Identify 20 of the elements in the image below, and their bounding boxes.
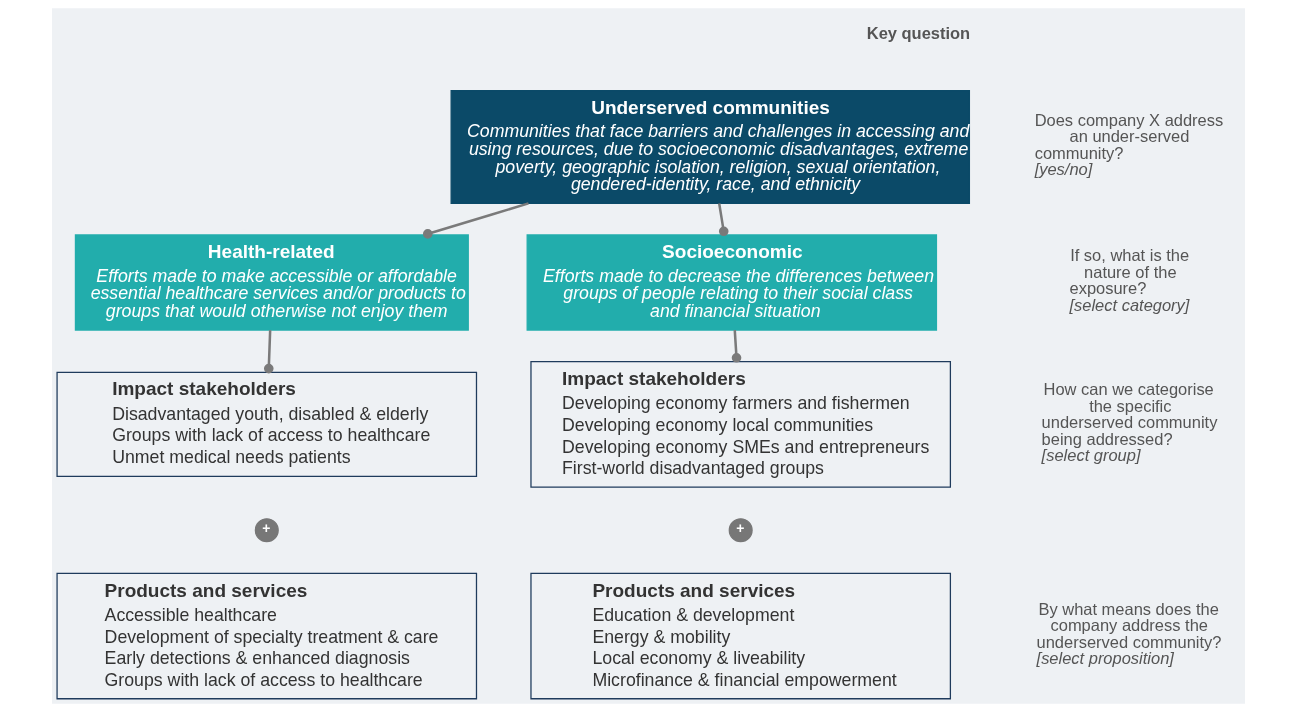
node-box: Underserved communities Communities that face barriers and challenges in accessing and using resources, due to socioeconomic disadvantages, extreme poverty, geographic isolation, religion, sexual orientation, gendered-identity, race, and ethnicity — [450, 89, 971, 204]
label: By what means does the company address the underserved community? — [1036, 600, 1222, 651]
label: Key question — [866, 24, 971, 43]
node-box: Products and services Accessible healthcare Development of specialty treatment & care Early detections & enhanced diagnosis Groups with lack of access to healthcare — [56, 572, 478, 700]
node-circle: + — [254, 518, 279, 543]
node-box: Products and services Education & development Energy & mobility Local economy & liveability Microfinance & financial empowerment — [530, 572, 952, 700]
label: How can we categorise the specific underserved community being addressed? — [1041, 380, 1218, 448]
connector — [717, 203, 729, 237]
label: Does company X address an under-served community? — [1034, 110, 1224, 162]
label: [yes/no] — [1034, 160, 1093, 179]
label: [select proposition] — [1036, 649, 1174, 668]
node-circle: + — [728, 518, 753, 543]
node-box: Impact stakeholders Disadvantaged youth, disabled & elderly Groups with lack of access to healthcare Unmet medical needs patients — [56, 371, 478, 477]
connector — [422, 202, 529, 239]
label: If so, what is the nature of the exposure? — [1069, 246, 1190, 298]
node-box: Impact stakeholders Developing economy farmers and fishermen Developing economy local communities Developing economy SMEs and entrepreneurs First-world disadvantaged groups — [530, 361, 952, 488]
connector — [731, 330, 742, 363]
node-box: Socioeconomic Efforts made to decrease the differences between groups of people relating to their social class and financial situation — [526, 234, 938, 331]
connector — [263, 330, 274, 374]
node-box: Health-related Efforts made to make accessible or affordable essential healthcare services and/or products to groups that would otherwise not enjoy them — [74, 234, 469, 331]
